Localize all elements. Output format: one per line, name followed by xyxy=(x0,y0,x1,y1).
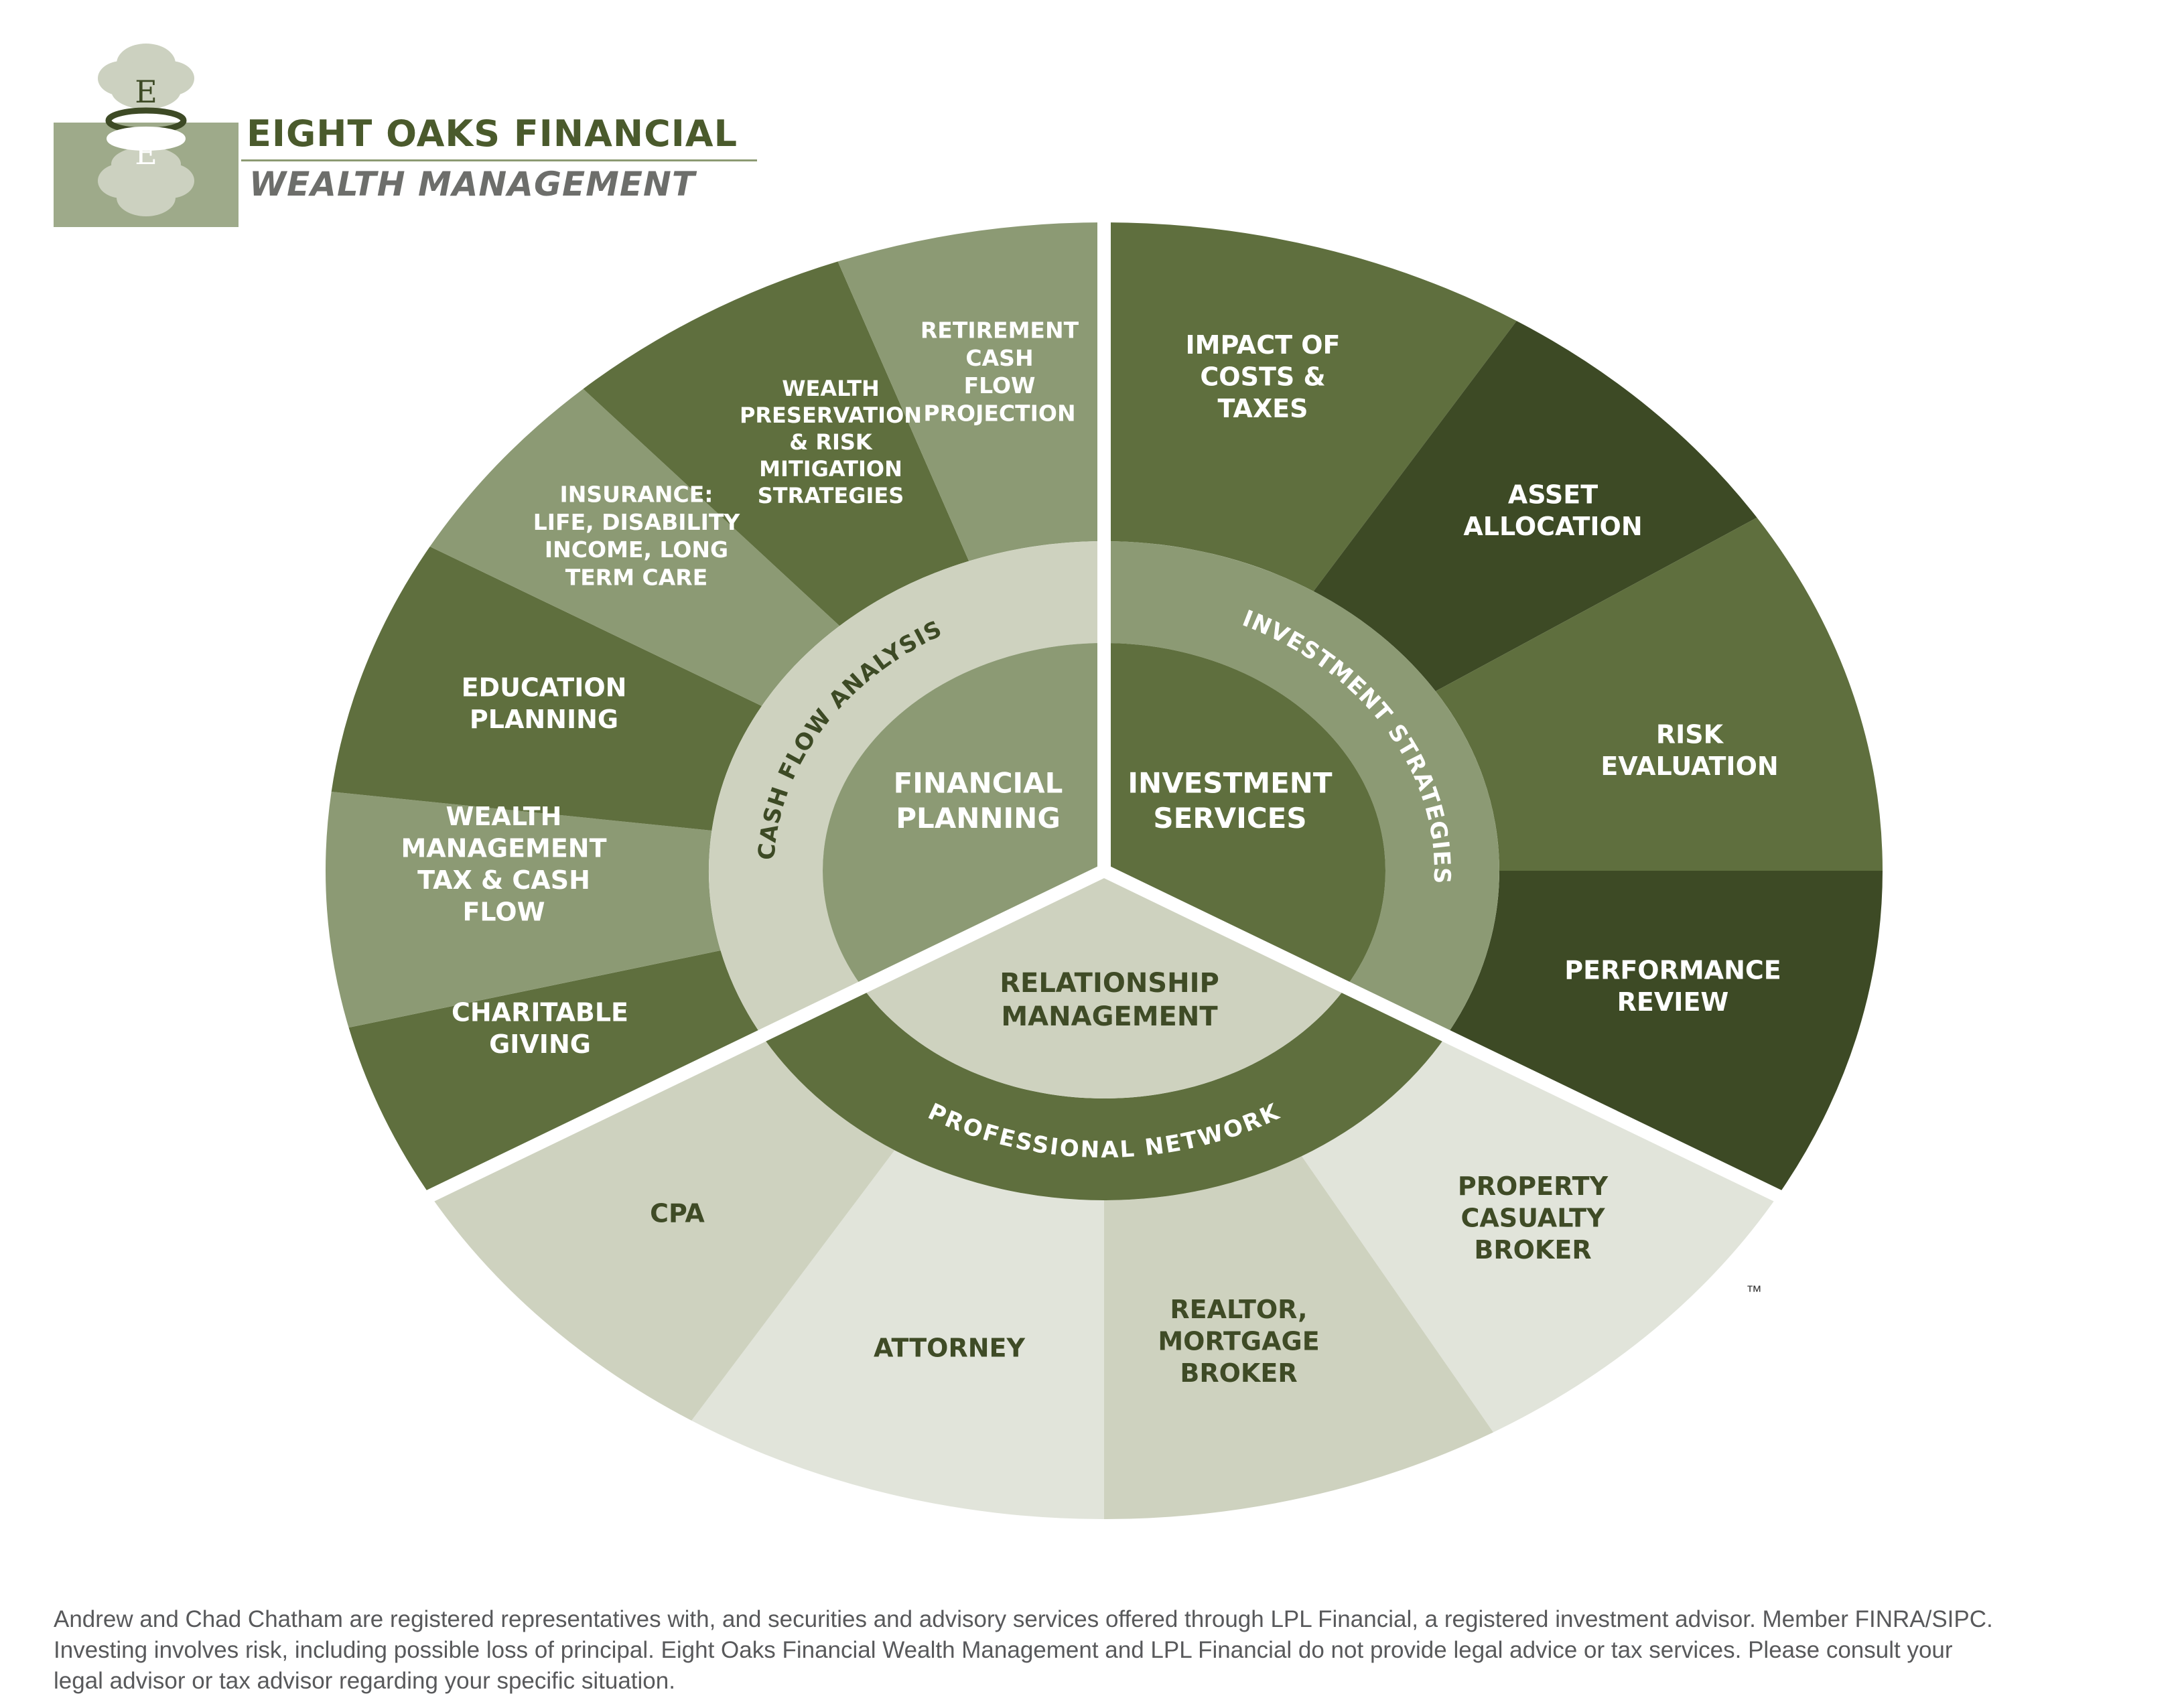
investment-sector xyxy=(1104,222,1517,591)
section-divider xyxy=(415,864,1107,1208)
planning-segment-label-line: WEALTH xyxy=(446,802,562,831)
brand-name: EIGHT OAKS FINANCIAL xyxy=(247,113,738,155)
planning-segment-label-line: PLANNING xyxy=(470,705,618,734)
planning-segment-label-line: MANAGEMENT xyxy=(401,834,606,863)
planning-sector xyxy=(837,222,1104,561)
planning-segment-label-line: STRATEGIES xyxy=(758,483,904,508)
brand-tagline: WEALTH MANAGEMENT xyxy=(249,165,695,204)
network-segment-label-line: ATTORNEY xyxy=(874,1333,1025,1362)
investment-sector xyxy=(1435,517,1883,871)
network-segment-label-line: CASUALTY xyxy=(1460,1203,1605,1232)
svg-text:E: E xyxy=(135,135,157,171)
planning-segment-label-line: GIVING xyxy=(489,1029,591,1059)
network-segment-label-line: BROKER xyxy=(1180,1358,1297,1388)
investment-segment-label-line: ASSET xyxy=(1508,480,1598,510)
network-segment-label: ATTORNEY xyxy=(874,1333,1025,1362)
planning-segment-label-line: RETIREMENT xyxy=(921,317,1079,344)
planning-segment-label-line: TAX & CASH xyxy=(417,865,590,895)
planning-segment-label-line: WEALTH xyxy=(782,376,880,401)
investment-segment-label-line: PERFORMANCE xyxy=(1564,956,1781,985)
relationship-management-label-line: MANAGEMENT xyxy=(1001,1001,1218,1032)
investment-segment-label-line: COSTS & xyxy=(1200,362,1325,391)
planning-segment-label-line: TERM CARE xyxy=(565,564,708,590)
planning-segment-label-line: FLOW xyxy=(964,372,1036,399)
investment-sector xyxy=(1313,321,1757,692)
investment-segment-label-line: TAXES xyxy=(1217,394,1308,423)
network-sector xyxy=(1302,1036,1779,1433)
section-divider xyxy=(1101,864,1793,1208)
network-sector xyxy=(429,1036,895,1421)
outer-sectors xyxy=(326,222,1883,1519)
investment-sector xyxy=(1446,871,1883,1195)
planning-segment-label-line: INCOME, LONG xyxy=(545,537,728,563)
investment-services-label-line: INVESTMENT xyxy=(1128,766,1333,799)
planning-segment-label-line: CHARITABLE xyxy=(452,998,628,1027)
planning-segment-label-line: EDUCATION xyxy=(462,673,627,703)
planning-sector xyxy=(583,261,969,626)
planning-segment-label-line: FLOW xyxy=(462,898,545,927)
planning-segment-label-line: INSURANCE: xyxy=(560,482,713,508)
planning-sector xyxy=(326,792,721,1028)
section-dividers xyxy=(415,209,1793,1208)
professional-network-ring xyxy=(762,985,1446,1200)
planning-sector xyxy=(331,547,762,831)
network-segment-label-line: REALTOR, xyxy=(1170,1295,1307,1324)
network-segment-label-line: BROKER xyxy=(1474,1235,1591,1265)
investment-segment-label-line: IMPACT OF xyxy=(1185,330,1340,360)
investment-segment-label-line: EVALUATION xyxy=(1601,752,1778,781)
network-sector xyxy=(691,1150,1104,1519)
brand-divider xyxy=(241,159,757,161)
planning-segment-label-line: CASH xyxy=(965,345,1033,371)
investment-services-label-line: SERVICES xyxy=(1153,802,1306,835)
investment-segment-label-line: RISK xyxy=(1656,720,1724,750)
planning-segment-label-line: & RISK xyxy=(789,429,873,455)
planning-sector xyxy=(348,950,762,1195)
network-segment-label-line: CPA xyxy=(650,1198,705,1228)
relationship-management-label-line: RELATIONSHIP xyxy=(1000,968,1219,999)
network-segment-label-line: MORTGAGE xyxy=(1158,1326,1319,1356)
planning-segment-label-line: LIFE, DISABILITY xyxy=(533,509,741,535)
svg-text:E: E xyxy=(135,74,157,110)
eight-oaks-logo: E E xyxy=(54,44,239,227)
planning-segment-label-line: PRESERVATION xyxy=(740,403,922,428)
cash-flow-ring xyxy=(709,541,1104,1036)
planning-segment-label-line: PROJECTION xyxy=(923,400,1075,426)
planning-segment-label-line: MITIGATION xyxy=(759,456,902,482)
disclaimer-line: legal advisor or tax advisor regarding y… xyxy=(54,1668,675,1694)
financial-planning-label-line: FINANCIAL xyxy=(894,766,1063,799)
investment-segment-label-line: ALLOCATION xyxy=(1463,512,1642,541)
network-sector xyxy=(1104,1156,1493,1519)
investment-segment-label-line: REVIEW xyxy=(1617,987,1729,1017)
disclaimer-line: Investing involves risk, including possi… xyxy=(54,1637,1953,1663)
trademark-symbol: ™ xyxy=(1746,1283,1762,1301)
middle-rings xyxy=(709,541,1499,1200)
network-segment-label: CPA xyxy=(650,1198,705,1228)
investment-strategies-ring xyxy=(1104,541,1499,1036)
financial-planning-label-line: PLANNING xyxy=(896,802,1061,835)
planning-sector xyxy=(429,388,840,706)
network-segment-label-line: PROPERTY xyxy=(1458,1171,1609,1201)
disclaimer-line: Andrew and Chad Chatham are registered r… xyxy=(54,1606,1993,1632)
disclaimer: Andrew and Chad Chatham are registered r… xyxy=(54,1604,2144,1697)
